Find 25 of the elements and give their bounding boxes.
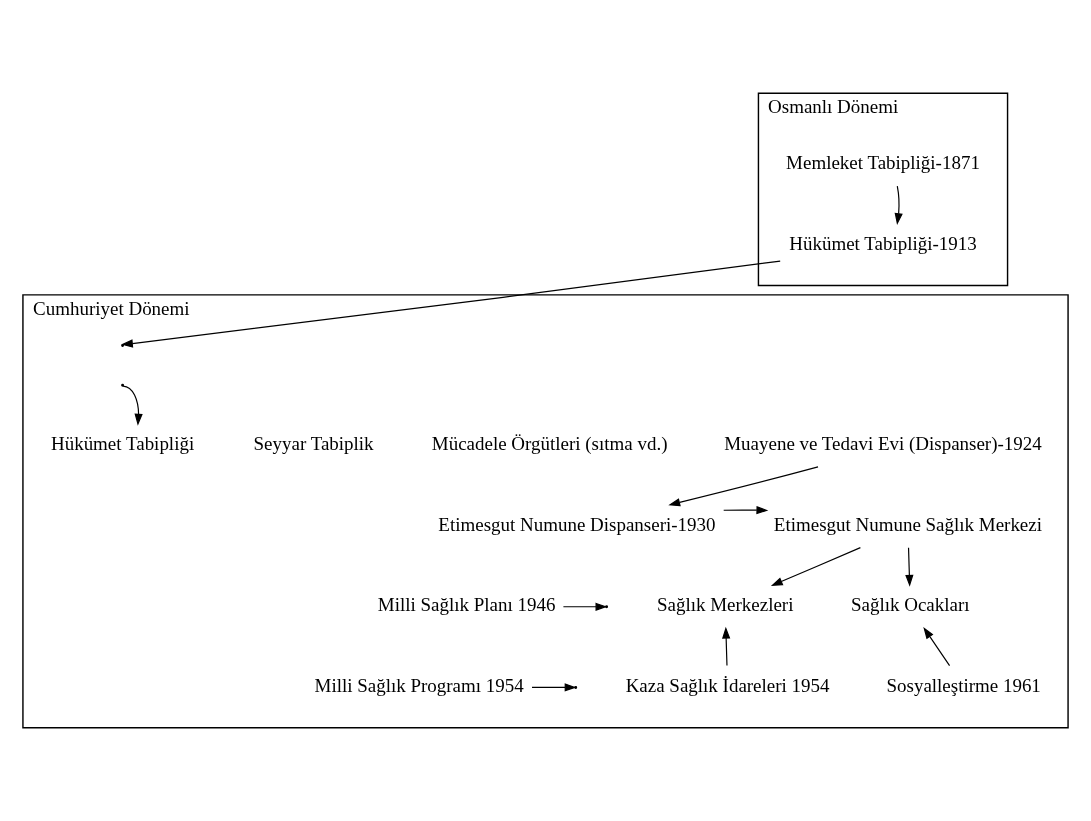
node-text: Sosyalleştirme 1961 <box>886 674 1041 696</box>
node-text: Sağlık Ocakları <box>851 594 970 616</box>
arrow <box>894 185 903 225</box>
node-text: Etimesgut Numune Sağlık Merkezi <box>773 513 1042 535</box>
node-text: Etimesgut Numune Dispanseri-1930 <box>438 513 716 535</box>
arrow <box>121 260 781 348</box>
arrow <box>923 627 951 667</box>
node-text: Mücadele Örgütleri (sıtma vd.) <box>431 432 668 454</box>
arrow <box>122 385 143 426</box>
arrow <box>668 466 819 507</box>
arrow <box>905 547 914 587</box>
node-text: Hükümet Tabipliği-1913 <box>789 232 977 254</box>
node-text: Muayene ve Tedavi Evi (Dispanser)-1924 <box>724 432 1042 454</box>
node-text: Sağlık Merkezleri <box>657 594 794 616</box>
node-text: Kaza Sağlık İdareleri 1954 <box>625 674 830 696</box>
arrow <box>722 626 731 667</box>
node-text: Hükümet Tabipliği <box>50 432 195 454</box>
arrow <box>531 683 577 692</box>
arrow <box>770 547 861 586</box>
arrow <box>562 602 608 611</box>
node-text: Memleket Tabipliği-1871 <box>786 151 980 173</box>
node-text: Milli Sağlık Programı 1954 <box>314 674 524 696</box>
arrow <box>723 506 769 515</box>
node-text: Milli Sağlık Planı 1946 <box>377 594 556 616</box>
node-text: Seyyar Tabiplik <box>253 432 374 454</box>
